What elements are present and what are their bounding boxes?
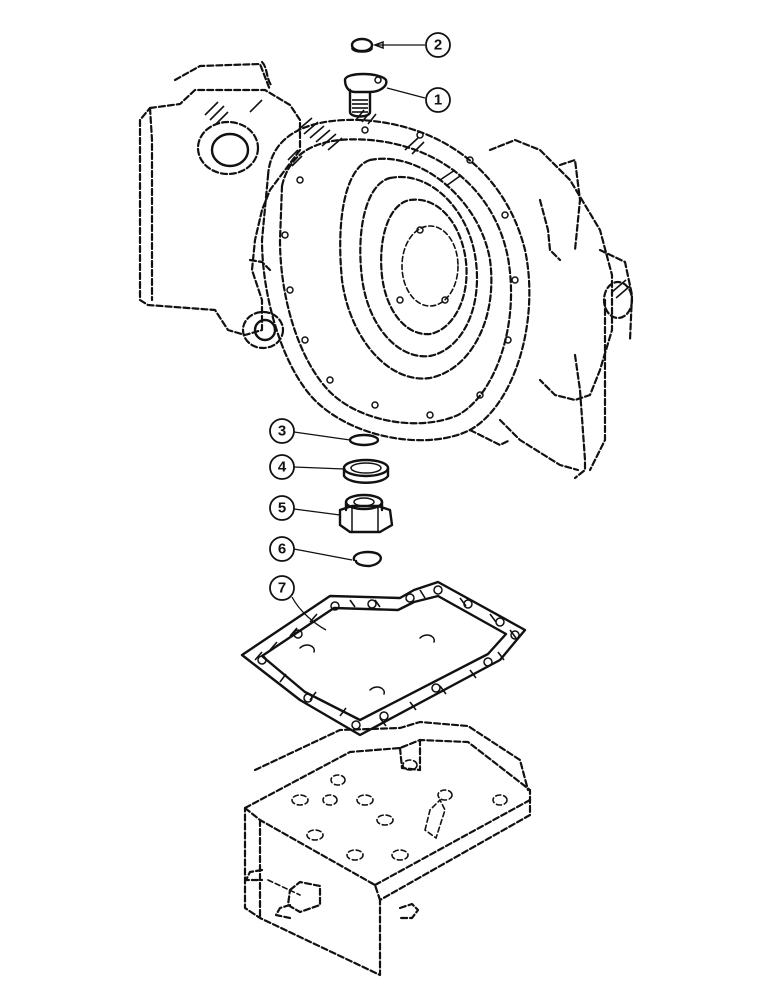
callout-6-number: 6: [278, 541, 286, 558]
callout-6: 6: [269, 536, 353, 562]
valve-body: [243, 720, 532, 977]
part-1-valve-fitting: [343, 72, 388, 118]
part-2-cap: [350, 37, 374, 53]
callout-2: 2: [372, 32, 451, 58]
callout-4-number: 4: [278, 459, 287, 476]
part-3-o-ring: [348, 433, 380, 447]
callout-3-number: 3: [278, 423, 286, 440]
callout-7-number: 7: [278, 580, 286, 597]
part-6-snap-ring: [352, 550, 382, 568]
callout-3: 3: [269, 418, 351, 444]
callout-2-number: 2: [434, 37, 442, 54]
callout-1: 1: [386, 87, 451, 113]
callout-5-number: 5: [278, 500, 286, 517]
callout-5: 5: [269, 495, 341, 521]
callout-1-number: 1: [434, 92, 442, 109]
part-7-gasket: [240, 580, 527, 737]
part-4-seal-washer: [342, 458, 390, 484]
part-5-hex-fitting: [338, 493, 394, 534]
callout-7: 7: [269, 575, 327, 631]
callout-4: 4: [269, 454, 345, 480]
transmission-housing: [138, 60, 634, 480]
